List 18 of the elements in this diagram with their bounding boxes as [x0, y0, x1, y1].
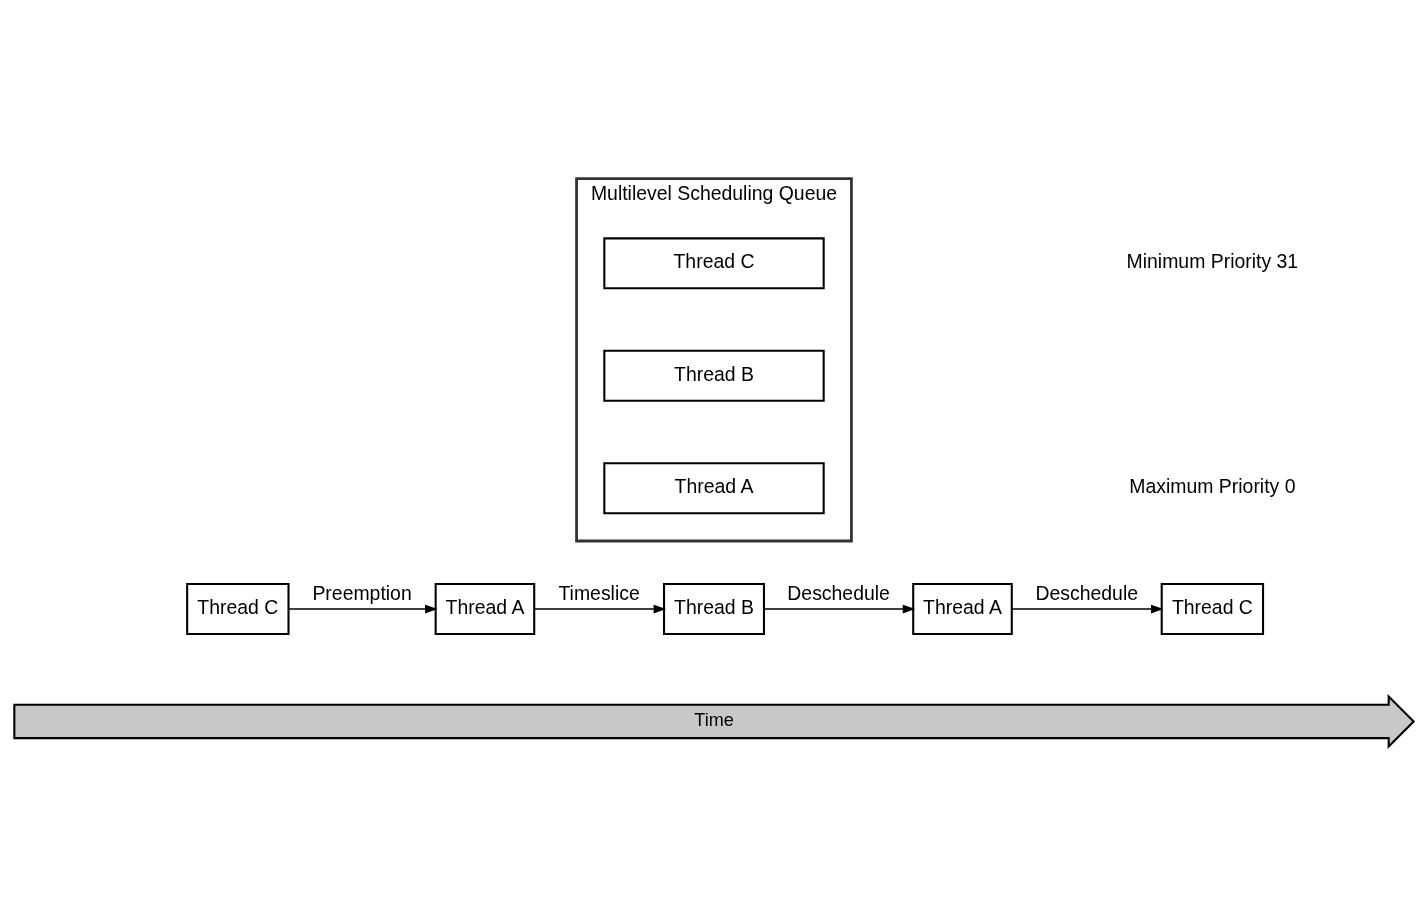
- node-box: Thread C: [1160, 582, 1265, 635]
- edge-label: Timeslice: [558, 581, 640, 604]
- node-box: Thread A: [434, 582, 536, 635]
- arrow: [763, 604, 916, 613]
- label: Minimum Priority 31: [1126, 249, 1299, 272]
- edge-label: Preemption: [312, 581, 412, 604]
- node-box: Thread B: [663, 582, 765, 635]
- edge-label: Deschedule: [1035, 581, 1139, 604]
- label: Maximum Priority 0: [1129, 474, 1296, 497]
- node-box: Thread B: [603, 349, 825, 402]
- edge-label: Deschedule: [787, 581, 890, 604]
- arrow: [1011, 604, 1164, 613]
- node-box: Thread A: [603, 461, 825, 514]
- arrow: [288, 604, 438, 613]
- node-box: Thread C: [186, 582, 290, 635]
- node-box: Thread C: [603, 236, 825, 289]
- node-box: Thread A: [912, 582, 1013, 635]
- arrow: [533, 604, 667, 613]
